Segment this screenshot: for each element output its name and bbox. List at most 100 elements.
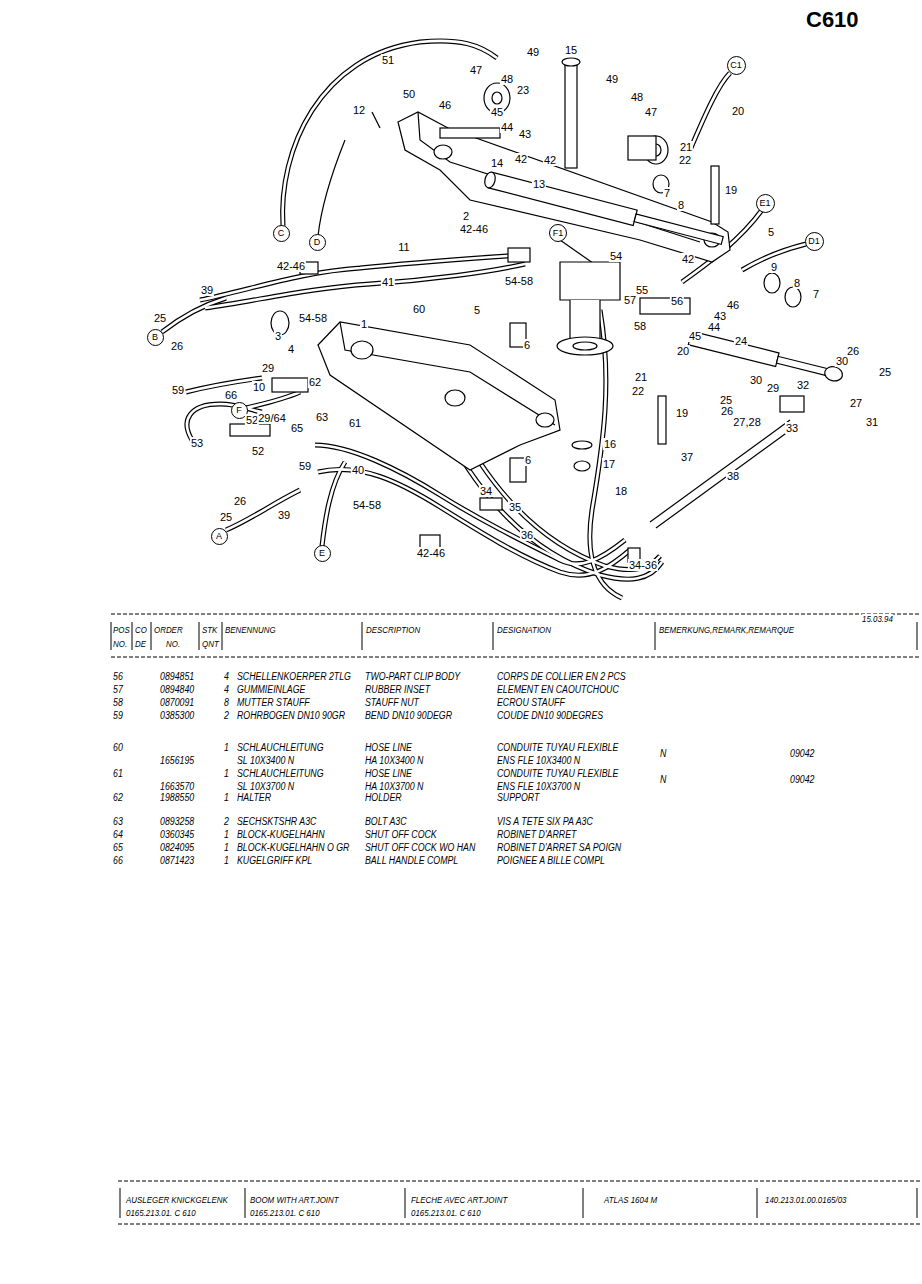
callout-number: 54 xyxy=(609,250,623,262)
connection-circle: E xyxy=(314,545,331,562)
table-cell: 64 xyxy=(113,829,123,840)
table-cell: 1 xyxy=(224,855,229,866)
callout-number: 33 xyxy=(785,422,799,434)
callout-number: 29 xyxy=(766,382,780,394)
footer-text: 140.213.01.00.0165/03 xyxy=(765,1195,846,1205)
callout-number: 18 xyxy=(614,485,628,497)
connection-letter: D xyxy=(314,237,321,247)
hose-lines xyxy=(162,41,806,598)
table-cell: ROHRBOGEN DN10 90GR xyxy=(237,710,345,721)
footer-text: 0165.213.01. C 610 xyxy=(250,1208,320,1218)
table-cell: ROBINET D'ARRET xyxy=(497,829,576,840)
table-header: ORDER xyxy=(154,625,183,635)
table-cell: COUDE DN10 90DEGRES xyxy=(497,710,603,721)
callout-number: 4 xyxy=(287,343,295,355)
table-cell: VIS A TETE SIX PA A3C xyxy=(497,816,593,827)
callout-number: 8 xyxy=(677,199,685,211)
callout-number: 6 xyxy=(523,339,531,351)
footer-text: 0165.213.01. C 610 xyxy=(126,1208,196,1218)
table-cell: MUTTER STAUFF xyxy=(237,697,310,708)
callout-number: 42-46 xyxy=(459,223,489,235)
table-cell: SL 10X3700 N xyxy=(237,781,294,792)
callout-number: 58 xyxy=(633,320,647,332)
table-cell: HOLDER xyxy=(365,792,402,803)
table-cell: ECROU STAUFF xyxy=(497,697,565,708)
connection-circle: A xyxy=(211,528,228,545)
callout-number: 44 xyxy=(707,321,721,333)
callout-number: 21 xyxy=(634,371,648,383)
callout-number: 59 xyxy=(298,460,312,472)
callout-number: 26 xyxy=(170,340,184,352)
connection-circle: D xyxy=(309,234,326,251)
table-cell: 56 xyxy=(113,671,123,682)
callout-number: 42-46 xyxy=(276,260,306,272)
connection-circle: F1 xyxy=(549,224,567,242)
table-header: STK xyxy=(202,625,217,635)
table-cell: 0894851 xyxy=(160,671,194,682)
table-cell: BLOCK-KUGELHAHN xyxy=(237,829,325,840)
callout-number: 12 xyxy=(352,104,366,116)
callout-number: 65 xyxy=(290,422,304,434)
callout-number: 63 xyxy=(315,411,329,423)
connection-circle: B xyxy=(147,329,164,346)
table-cell: 63 xyxy=(113,816,123,827)
callout-number: 61 xyxy=(348,417,362,429)
table-cell: 65 xyxy=(113,842,123,853)
callout-number: 38 xyxy=(726,470,740,482)
connection-letter: E1 xyxy=(759,198,770,208)
table-cell: KUGELGRIFF KPL xyxy=(237,855,312,866)
callout-number: 54-58 xyxy=(352,499,382,511)
callout-number: 16 xyxy=(603,438,617,450)
table-cell: HA 10X3700 N xyxy=(365,781,423,792)
callout-number: 39 xyxy=(200,284,214,296)
callout-number: 29 xyxy=(261,362,275,374)
table-cell: 66 xyxy=(113,855,123,866)
callout-number: 7 xyxy=(812,288,820,300)
table-header: POS xyxy=(113,625,130,635)
table-cell: 61 xyxy=(113,768,123,779)
connection-circle: C xyxy=(273,225,290,242)
table-cell: 62 xyxy=(113,792,123,803)
callout-number: 13 xyxy=(532,178,546,190)
callout-number: 43 xyxy=(518,128,532,140)
callout-number: 52 xyxy=(251,445,265,457)
table-cell: 1 xyxy=(224,829,229,840)
connection-letter: B xyxy=(152,332,158,342)
table-cell: BALL HANDLE COMPL xyxy=(365,855,458,866)
table-cell: 0360345 xyxy=(160,829,194,840)
callout-number: 47 xyxy=(469,64,483,76)
callout-number: 54-58 xyxy=(504,275,534,287)
callout-number: 5 xyxy=(767,226,775,238)
callout-number: 6 xyxy=(524,454,532,466)
callout-number: 19 xyxy=(675,407,689,419)
table-cell: 0871423 xyxy=(160,855,194,866)
table-cell: 57 xyxy=(113,684,123,695)
table-cell: GUMMIEINLAGE xyxy=(237,684,305,695)
connection-circle: E1 xyxy=(756,194,775,213)
callout-number: 39 xyxy=(277,509,291,521)
table-cell: 4 xyxy=(224,671,229,682)
callout-number: 41 xyxy=(381,276,395,288)
boom-parts xyxy=(230,58,844,562)
callout-number: 24 xyxy=(734,335,748,347)
callout-number: 22 xyxy=(631,385,645,397)
table-cell: 0385300 xyxy=(160,710,194,721)
table-cell: CONDUITE TUYAU FLEXIBLE xyxy=(497,742,618,753)
table-cell: 1 xyxy=(224,742,229,753)
table-rules xyxy=(111,614,920,1224)
connection-circle: D1 xyxy=(805,232,824,251)
table-header: DE xyxy=(135,639,146,649)
callout-number: 10 xyxy=(252,381,266,393)
callout-number: 30 xyxy=(835,355,849,367)
table-cell: 09042 xyxy=(790,774,814,785)
callout-number: 7 xyxy=(663,187,671,199)
callout-number: 31 xyxy=(865,416,879,428)
table-cell: SECHSKTSHR A3C xyxy=(237,816,316,827)
callout-number: 35 xyxy=(508,501,522,513)
table-cell: STAUFF NUT xyxy=(365,697,419,708)
callout-number: 8 xyxy=(793,277,801,289)
table-cell: SCHELLENKOERPER 2TLG xyxy=(237,671,351,682)
table-cell: SHUT OFF COCK WO HAN xyxy=(365,842,475,853)
callout-number: 48 xyxy=(630,91,644,103)
callout-number: 66 xyxy=(224,389,238,401)
